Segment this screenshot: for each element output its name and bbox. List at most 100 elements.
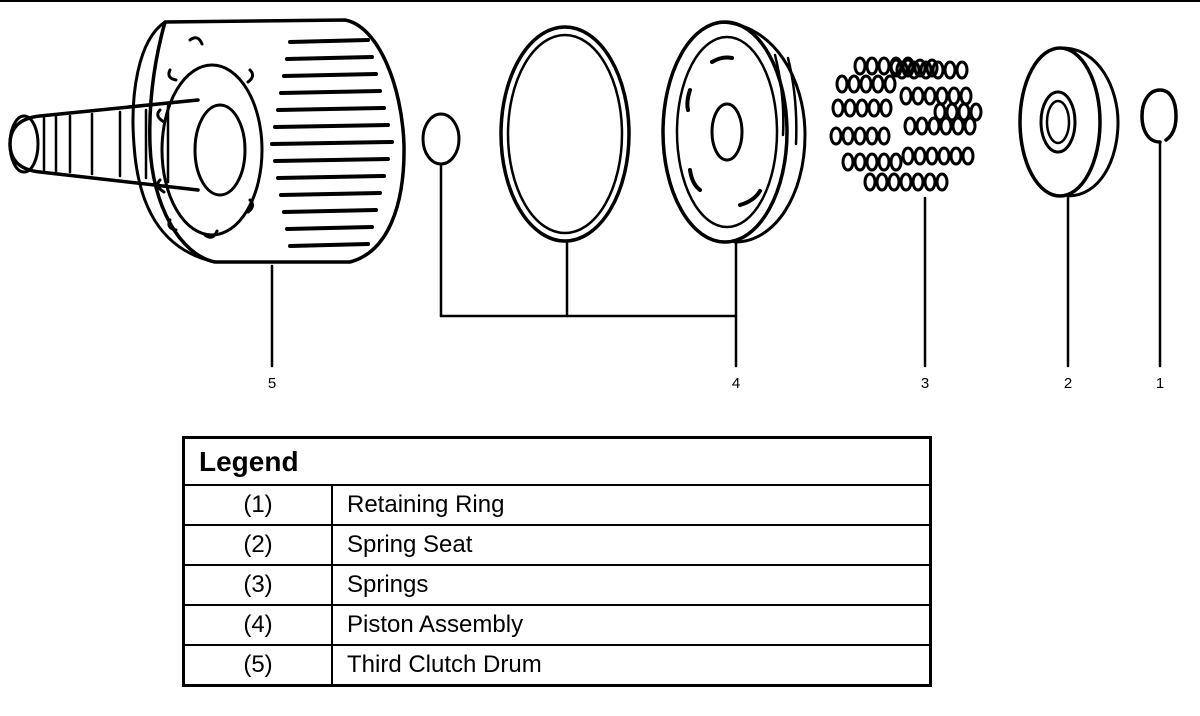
spline-ridge [288, 38, 370, 44]
spring-coil [835, 74, 849, 94]
spring-coil [847, 74, 861, 94]
spline-ridge [276, 174, 386, 180]
callout-3: 3 [921, 375, 929, 392]
piston-small-o-ring [421, 112, 461, 166]
spring-coil [963, 116, 977, 136]
spring-coil [955, 60, 969, 80]
retaining-ring [1140, 88, 1178, 144]
spring-coil [871, 74, 885, 94]
spring-coil [831, 98, 845, 118]
legend-row: (5) Third Clutch Drum [182, 644, 932, 687]
spring-coil [937, 146, 951, 166]
springs [829, 56, 983, 192]
spring-coil [867, 98, 881, 118]
legend-description: Third Clutch Drum [331, 644, 932, 687]
legend-description: Spring Seat [331, 524, 932, 566]
callout-5: 5 [268, 375, 276, 392]
spring-coil [951, 116, 965, 136]
spring-coil [943, 60, 957, 80]
spring-coil [899, 86, 913, 106]
spring-coil [911, 86, 925, 106]
callout-4: 4 [732, 375, 740, 392]
legend-code: (5) [182, 644, 333, 687]
legend-header-row: Legend [182, 436, 932, 486]
spline-ridge [282, 208, 378, 214]
spline-ridge [276, 106, 386, 112]
piston-large-seal [499, 25, 631, 243]
legend-code: (3) [182, 564, 333, 606]
spring-coil [927, 116, 941, 136]
spring-coil [895, 60, 909, 80]
legend-row: (2) Spring Seat [182, 524, 932, 566]
spring-coil [945, 102, 959, 122]
legend-description: Retaining Ring [331, 484, 932, 526]
spring-coil [865, 56, 879, 76]
exploded-view-diagram: 5 4 3 2 1 [8, 18, 1178, 392]
spring-coil [889, 152, 903, 172]
spline-ridge [282, 72, 378, 78]
legend-code: (4) [182, 604, 333, 646]
spring-coil [939, 116, 953, 136]
spring-coil [889, 58, 903, 78]
top-rule [0, 0, 1200, 2]
spring-coil [925, 146, 939, 166]
legend-description: Springs [331, 564, 932, 606]
spring-coil [947, 86, 961, 106]
spring-coil [969, 102, 983, 122]
spline-ridge [288, 242, 370, 248]
spring-coil [913, 58, 927, 78]
legend-row: (3) Springs [182, 564, 932, 606]
drum-splines [270, 38, 394, 248]
spring-coil [933, 102, 947, 122]
spring-coil [865, 152, 879, 172]
legend-row: (1) Retaining Ring [182, 484, 932, 526]
legend-row: (4) Piston Assembly [182, 604, 932, 646]
legend-description: Piston Assembly [331, 604, 932, 646]
spline-ridge [273, 123, 390, 129]
spring-coil [887, 172, 901, 192]
spline-ridge [270, 140, 394, 146]
spring-coil [915, 116, 929, 136]
spring-coil [899, 172, 913, 192]
spring-coil [923, 86, 937, 106]
spring-coil [883, 74, 897, 94]
spring-coil [865, 126, 879, 146]
spring-coil [935, 172, 949, 192]
spring-coil [913, 146, 927, 166]
spring-coil [877, 56, 891, 76]
spring-coil [841, 126, 855, 146]
legend-code: (2) [182, 524, 333, 566]
spring-coil [829, 126, 843, 146]
spring-seat [1018, 46, 1120, 198]
spring-coil [919, 60, 933, 80]
spring-coil [949, 146, 963, 166]
spline-ridge [279, 89, 382, 95]
piston [661, 20, 807, 244]
legend-table: Legend (1) Retaining Ring (2) Spring Sea… [182, 436, 932, 687]
spring-coil [877, 152, 891, 172]
spring-coil [931, 60, 945, 80]
spring-coil [923, 172, 937, 192]
spring-coil [855, 98, 869, 118]
spring-coil [875, 172, 889, 192]
spline-ridge [279, 191, 382, 197]
spring-coil [901, 58, 915, 78]
spline-ridge [273, 157, 390, 163]
spring-coil [935, 86, 949, 106]
spring-coil [901, 146, 915, 166]
legend-code: (1) [182, 484, 333, 526]
spring-coil [859, 74, 873, 94]
spring-coil [925, 58, 939, 78]
spring-coil [853, 56, 867, 76]
spring-coil [903, 116, 917, 136]
spring-coil [863, 172, 877, 192]
spring-coil [853, 126, 867, 146]
spring-coil [877, 126, 891, 146]
spring-coil [843, 98, 857, 118]
spring-coil [961, 146, 975, 166]
spring-coil [911, 172, 925, 192]
leader-lines [270, 140, 1162, 368]
third-clutch-drum [8, 18, 406, 264]
legend-title: Legend [182, 436, 932, 486]
spring-coil [841, 152, 855, 172]
